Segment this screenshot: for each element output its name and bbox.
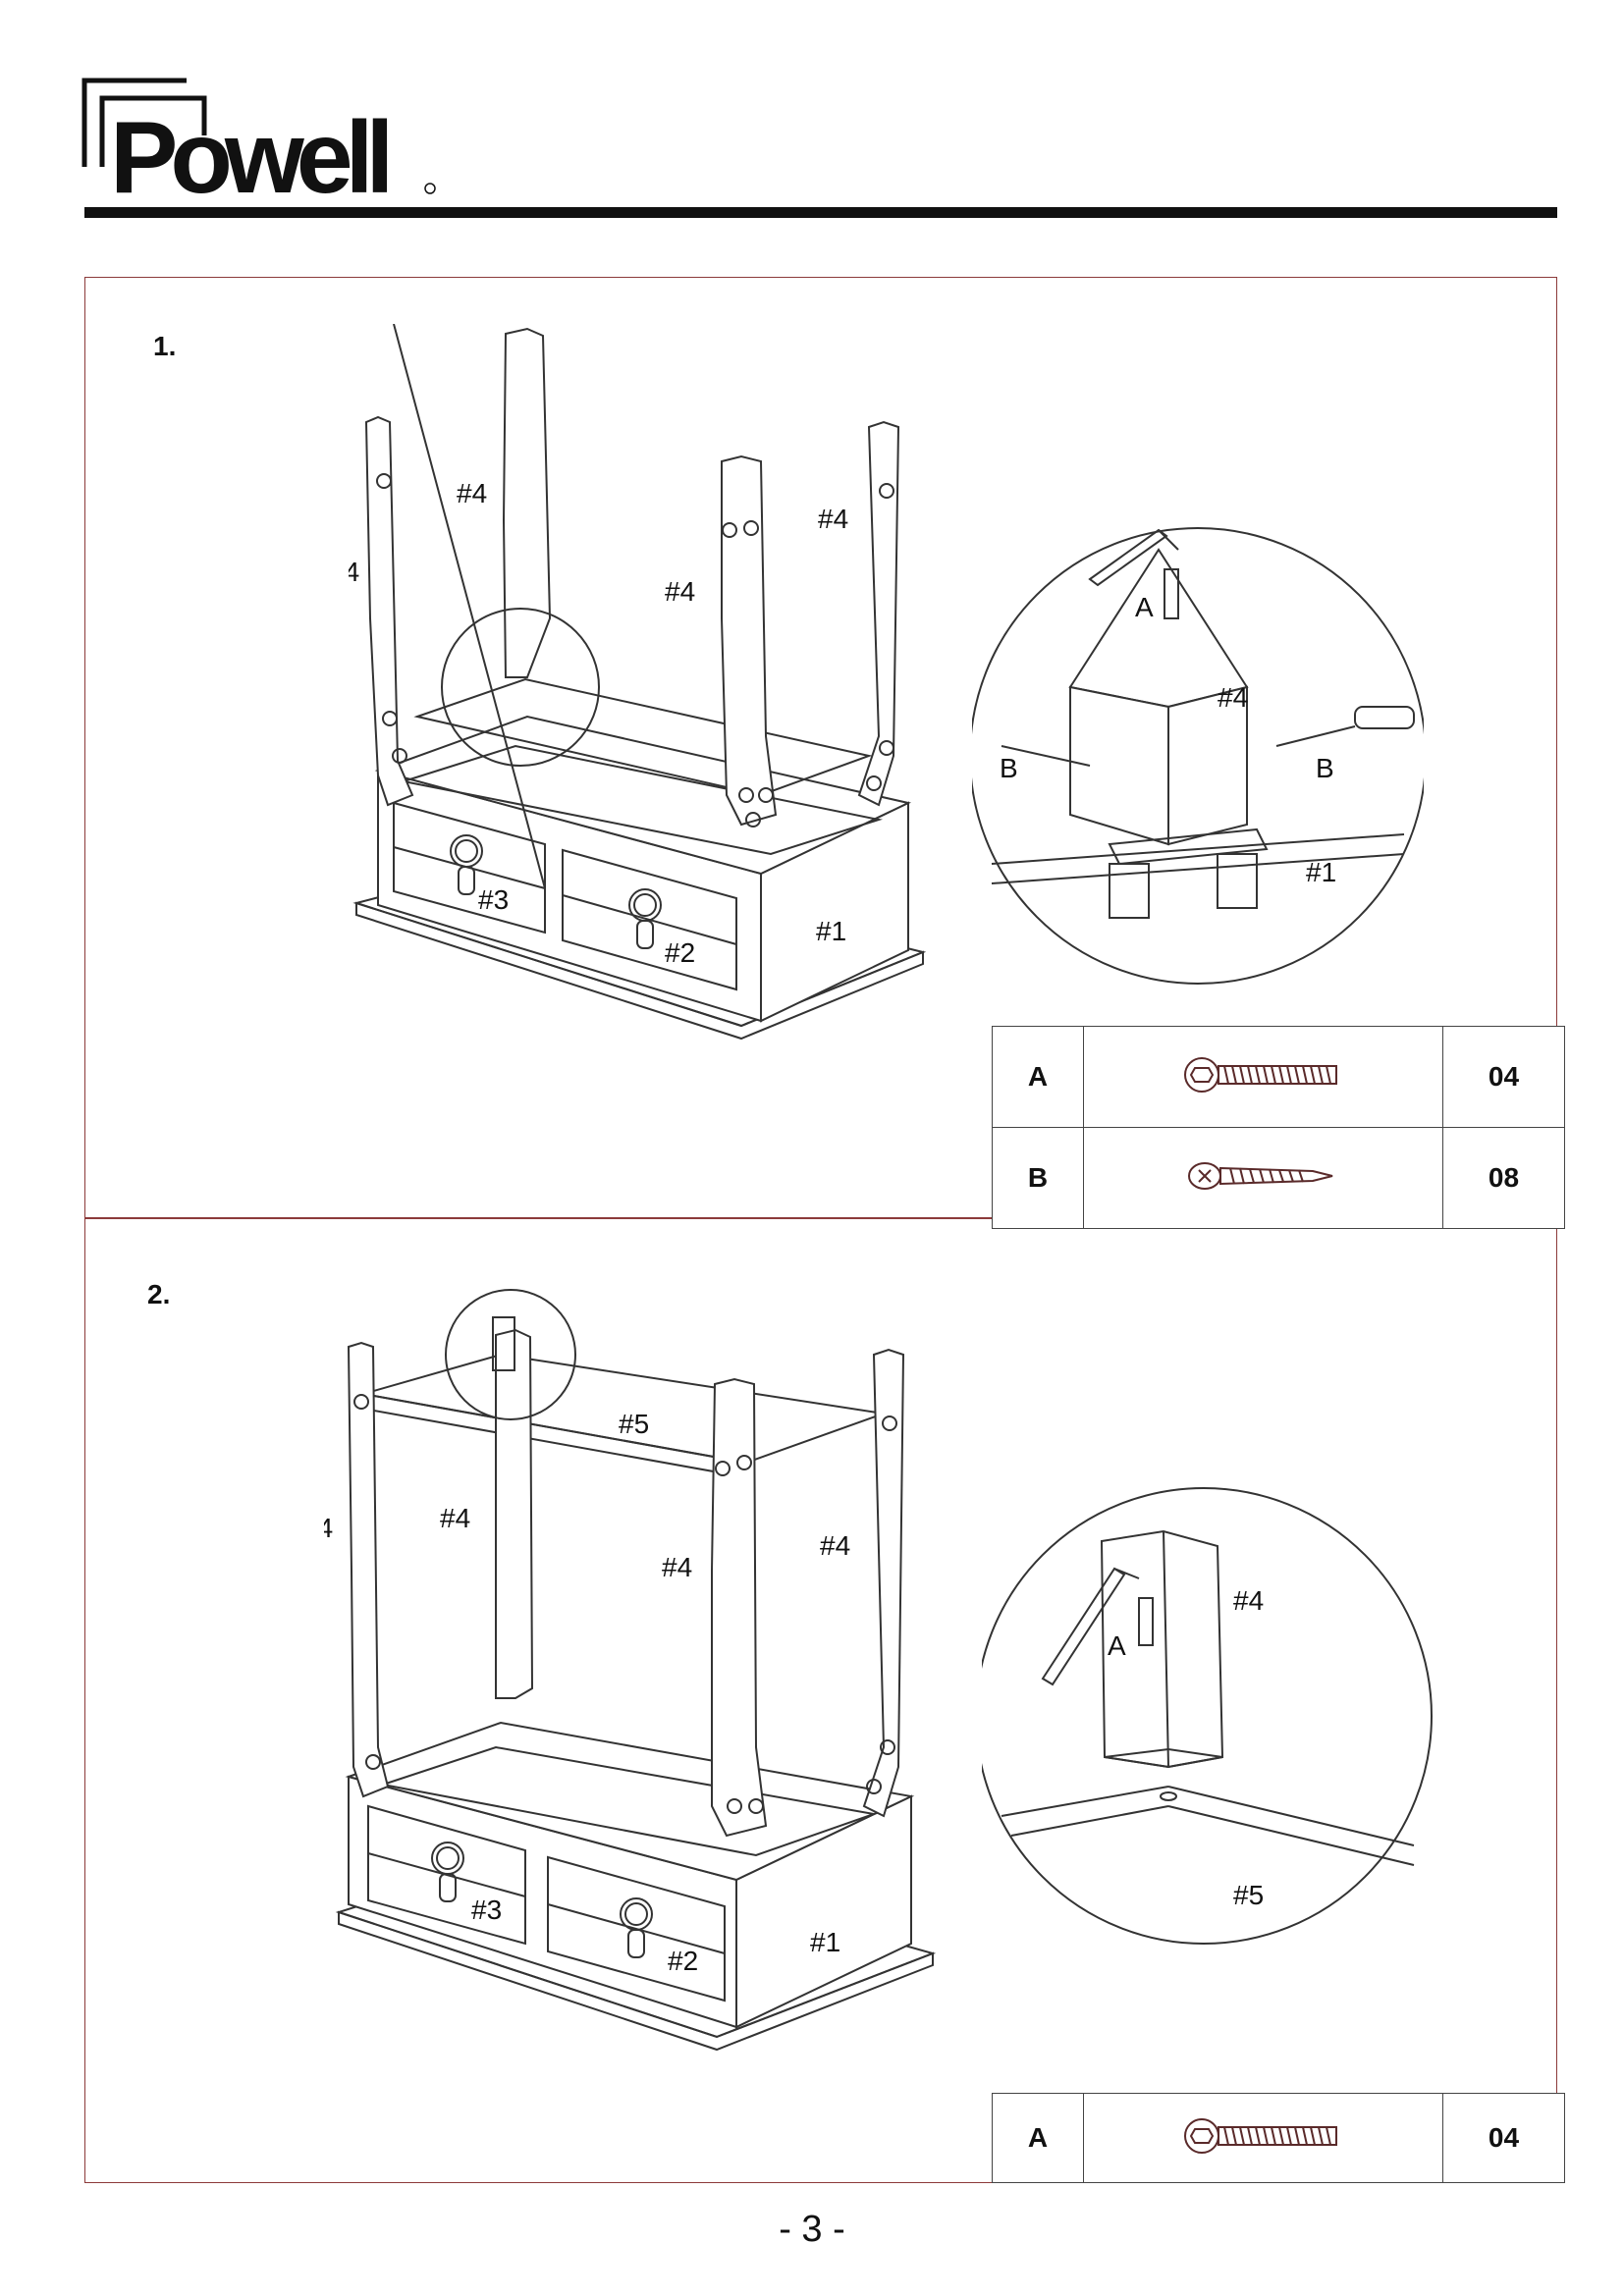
instruction-frame xyxy=(84,277,1557,2183)
part-image xyxy=(1083,1127,1443,1229)
part-quantity: 08 xyxy=(1442,1127,1565,1229)
step-1-parts-table: A 04 B 08 xyxy=(992,1026,1565,1229)
step-1-detail-illustration: A #4 B B #1 xyxy=(972,527,1424,985)
part-code: A xyxy=(992,1026,1084,1128)
svg-text:#4: #4 xyxy=(457,478,487,508)
svg-text:#2: #2 xyxy=(668,1946,698,1976)
step-1-number: 1. xyxy=(153,331,177,361)
svg-text:#4: #4 xyxy=(324,1513,333,1543)
step-divider xyxy=(84,1217,1557,1219)
part-image xyxy=(1083,1026,1443,1128)
svg-text:B: B xyxy=(1316,753,1334,783)
svg-text:#4: #4 xyxy=(818,504,848,534)
svg-text:#5: #5 xyxy=(1233,1880,1264,1910)
hex-socket-screw-icon xyxy=(1183,2117,1337,2154)
svg-text:B: B xyxy=(1000,753,1018,783)
svg-text:#4: #4 xyxy=(440,1503,470,1533)
step-2-main-illustration: #5 #4 #4 #4 #4 #3 #2 #1 xyxy=(324,1289,937,2052)
parts-row: B 08 xyxy=(992,1127,1565,1229)
svg-text:#5: #5 xyxy=(619,1409,649,1439)
step-2-parts-table: A 04 xyxy=(992,2093,1565,2183)
svg-text:A: A xyxy=(1135,592,1154,622)
parts-row: A 04 xyxy=(992,2093,1565,2183)
svg-text:#4: #4 xyxy=(1218,682,1248,713)
svg-text:#4: #4 xyxy=(662,1552,692,1582)
part-code: B xyxy=(992,1127,1084,1229)
svg-text:A: A xyxy=(1108,1630,1126,1661)
hex-socket-screw-icon xyxy=(1183,1056,1337,1093)
phillips-screw-icon xyxy=(1187,1161,1332,1190)
step-2-detail-illustration: A #4 #5 xyxy=(982,1487,1433,1945)
svg-text:Powell: Powell xyxy=(110,101,388,204)
part-quantity: 04 xyxy=(1442,1026,1565,1128)
svg-text:#1: #1 xyxy=(1306,857,1336,887)
step-1-main-illustration: #4 #4 #4 #4 #3 #2 #1 xyxy=(349,324,927,1041)
svg-text:#2: #2 xyxy=(665,937,695,968)
svg-text:#4: #4 xyxy=(665,576,695,607)
step-2-number: 2. xyxy=(147,1279,171,1309)
svg-text:#4: #4 xyxy=(349,557,359,587)
svg-text:#3: #3 xyxy=(471,1895,502,1925)
part-code: A xyxy=(992,2093,1084,2183)
svg-text:#1: #1 xyxy=(816,916,846,946)
svg-text:#4: #4 xyxy=(820,1530,850,1561)
svg-text:#3: #3 xyxy=(478,884,509,915)
part-quantity: 04 xyxy=(1442,2093,1565,2183)
svg-text:#4: #4 xyxy=(1233,1585,1264,1616)
part-image xyxy=(1083,2093,1443,2183)
powell-logo: Powell xyxy=(81,78,436,204)
page-number: - 3 - xyxy=(779,2209,845,2250)
header-rule xyxy=(84,207,1557,218)
parts-row: A 04 xyxy=(992,1026,1565,1128)
svg-text:#1: #1 xyxy=(810,1927,840,1957)
